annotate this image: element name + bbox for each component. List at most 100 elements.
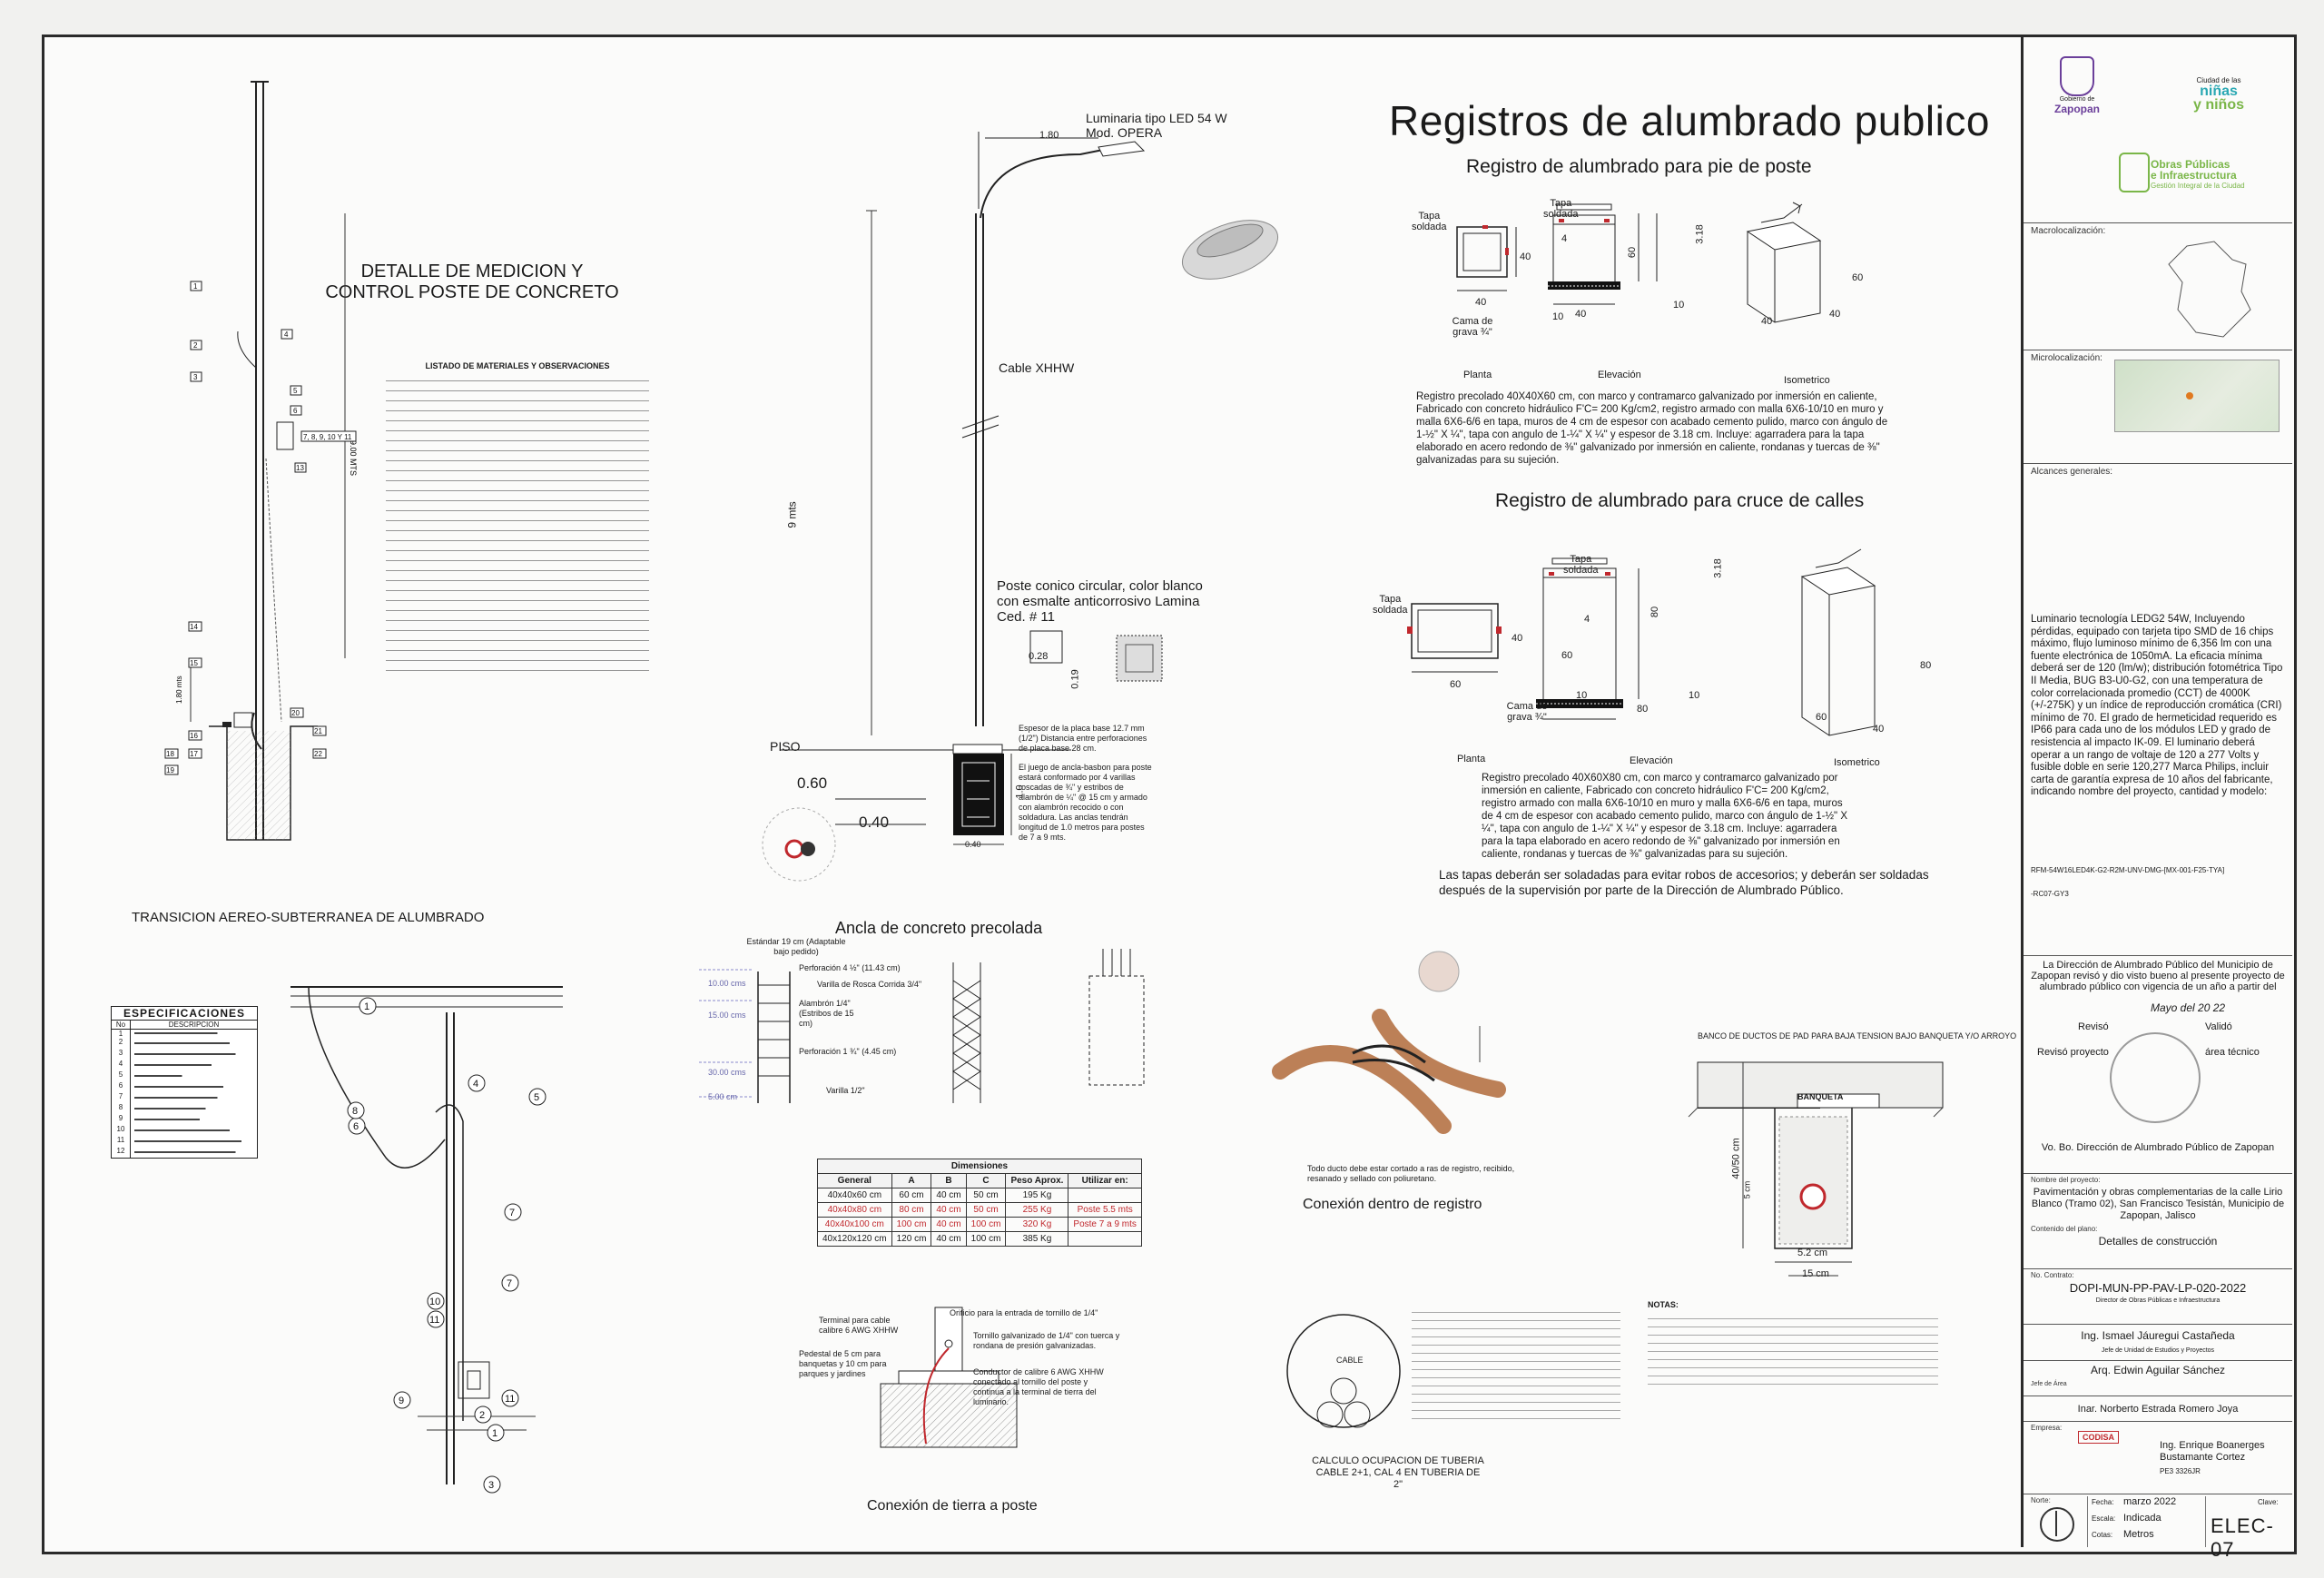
svg-text:19: 19: [166, 766, 174, 774]
cruce-cama-label: Cama de grava ¾": [1506, 701, 1548, 723]
north-arrow-icon: [2040, 1507, 2074, 1542]
alcances-label: Alcances generales:: [2031, 467, 2113, 477]
svg-text:13: 13: [296, 464, 304, 472]
representante-name: Ing. Enrique Boanerges Bustamante Cortez: [2160, 1440, 2265, 1463]
micro-map: [2114, 360, 2280, 432]
cell: 100 cm: [965, 1217, 1007, 1232]
pie-view-isometrico: Isometrico: [1784, 375, 1830, 386]
spec-no: 6: [112, 1081, 131, 1092]
spec-no: 10: [112, 1125, 131, 1136]
pie-poste-desc: Registro precolado 40X40X60 cm, con marc…: [1416, 391, 1888, 466]
ancla-estandar: Estándar 19 cm (Adaptable bajo pedido): [746, 937, 846, 956]
cruce-dim: 80: [1920, 660, 1932, 671]
shield-icon: [2060, 56, 2094, 96]
calculo-title: CALCULO OCUPACION DE TUBERIA CABLE 2+1, …: [1312, 1455, 1484, 1490]
tapas-nota: Las tapas deberán ser soladadas para evi…: [1439, 868, 1929, 897]
vobo-fecha: Mayo del 20 22: [2151, 1001, 2226, 1014]
ancla-drawing: [699, 949, 1145, 1103]
dims-col: A: [891, 1173, 932, 1188]
poste-drawing: [762, 132, 1279, 882]
materiales-title: LISTADO DE MATERIALES Y OBSERVACIONES: [425, 361, 610, 370]
svg-text:6: 6: [293, 407, 298, 415]
piso-label: PISO: [770, 739, 801, 754]
official-seal-stamp: [2110, 1032, 2201, 1123]
spec-no: 11: [112, 1136, 131, 1147]
cell: 80 cm: [891, 1202, 932, 1218]
spec-no: 3: [112, 1049, 131, 1060]
obras-text-1: Obras Públicas: [2151, 158, 2230, 171]
valido-label: Validó: [2205, 1021, 2232, 1032]
cruce-dim: 60: [1561, 650, 1573, 661]
contrato-label: No. Contrato:: [2031, 1271, 2074, 1279]
cotas-label: Cotas:: [2092, 1531, 2113, 1539]
base-dim-w: 0.40: [965, 840, 981, 849]
transicion-title: TRANSICION AEREO-SUBTERRANEA DE ALUMBRAD…: [132, 910, 485, 925]
clave-value: ELEC-07: [2211, 1514, 2274, 1561]
vobo-label: Vo. Bo. Dirección de Alumbrado Público d…: [2041, 1142, 2275, 1153]
contrato-section: No. Contrato: DOPI-MUN-PP-PAV-LP-020-202…: [2024, 1268, 2292, 1306]
pie-tapa-label-2: Tapa soldada: [1543, 198, 1579, 220]
pie-dim: 60: [1852, 272, 1864, 283]
cell: 40x40x80 cm: [817, 1202, 892, 1218]
pie-dim: 40: [1520, 251, 1531, 262]
obras-text-3: Gestión Integral de la Ciudad: [2151, 182, 2245, 190]
soldada-text: soldada: [1563, 565, 1599, 576]
area-tecnico-label: área técnico: [2205, 1047, 2260, 1058]
pie-view-elevacion: Elevación: [1598, 370, 1641, 380]
jefe-unidad-name: Arq. Edwin Aguilar Sánchez: [2090, 1364, 2226, 1376]
dims-col: Peso Aprox.: [1005, 1173, 1069, 1188]
spec-head-no: No: [112, 1021, 131, 1029]
proyecto-text: Pavimentación y obras complementarias de…: [2031, 1187, 2285, 1221]
luminaria-model: Mod. OPERA: [1086, 125, 1163, 140]
main-title: Registros de alumbrado publico: [1389, 97, 1990, 144]
cruce-tapa-label-1: Tapa soldada: [1373, 594, 1408, 616]
ancla-cota: 5.00 cm: [708, 1092, 738, 1101]
ninas-text: niñas: [2200, 84, 2238, 99]
pie-dim: 40: [1575, 309, 1587, 320]
pie-dim: 60: [1627, 246, 1639, 259]
pie-tapa-label-1: Tapa soldada: [1412, 211, 1447, 232]
luminaria-label: Luminaria tipo LED 54 W: [1086, 111, 1227, 125]
cruce-view-planta: Planta: [1457, 754, 1486, 764]
tapa-text: Tapa: [1550, 198, 1572, 209]
spec-head-desc: DESCRIPCION: [168, 1021, 220, 1029]
svg-text:11: 11: [429, 1315, 439, 1326]
svg-text:1: 1: [364, 1001, 369, 1012]
dims-col: C: [965, 1173, 1007, 1188]
detalle-medicion-title: DETALLE DE MEDICION Y CONTROL POSTE DE C…: [325, 261, 619, 302]
cotas-value: Metros: [2123, 1529, 2154, 1540]
ciudad-logo: Ciudad de las niñas y niños: [2169, 76, 2269, 113]
cell: 60 cm: [891, 1188, 932, 1203]
ancla-perf4: Perforación 4 ½" (11.43 cm): [799, 963, 901, 972]
empresa-label: Empresa:: [2031, 1424, 2063, 1432]
materiales-list: LISTADO DE MATERIALES Y OBSERVACIONES: [386, 361, 649, 675]
banco-drawing: [1688, 1061, 1944, 1277]
norte-label: Norte:: [2031, 1496, 2051, 1504]
zapopan-text: Zapopan: [2054, 103, 2100, 115]
escala-value: Indicada: [2123, 1513, 2162, 1524]
ancla-alambron: Alambrón 1/4" (Estribos de 15 cm): [799, 999, 854, 1028]
jefe-area-name: Inar. Norberto Estrada Romero Joya: [2077, 1404, 2239, 1415]
svg-text:3: 3: [488, 1480, 494, 1491]
cruce-dim: 40: [1512, 633, 1523, 644]
dims-col: General: [817, 1173, 892, 1188]
tierra-tornillo: Tornillo galvanizado de 1/4" con tuerca …: [973, 1331, 1120, 1350]
obras-text-2: e Infraestructura: [2151, 169, 2237, 182]
soldada-text: soldada: [1412, 222, 1447, 232]
svg-text:4: 4: [284, 330, 289, 339]
cruce-calles-title: Registro de alumbrado para cruce de call…: [1495, 490, 1865, 511]
svg-text:5: 5: [293, 387, 298, 395]
pie-poste-drawing: [1456, 202, 1822, 323]
contrato-text: DOPI-MUN-PP-PAV-LP-020-2022: [2069, 1281, 2247, 1295]
reviso-label: Revisó: [2078, 1021, 2109, 1032]
pie-dim: 10: [1552, 311, 1564, 322]
location-pin-icon: [2186, 392, 2193, 399]
pie-dim: 40: [1829, 309, 1841, 320]
notas-title: NOTAS:: [1648, 1300, 1679, 1309]
alcances-section: Alcances generales:: [2024, 463, 2292, 618]
tierra-conductor: Conductor de calibre 6 AWG XHHW conectad…: [973, 1367, 1104, 1406]
